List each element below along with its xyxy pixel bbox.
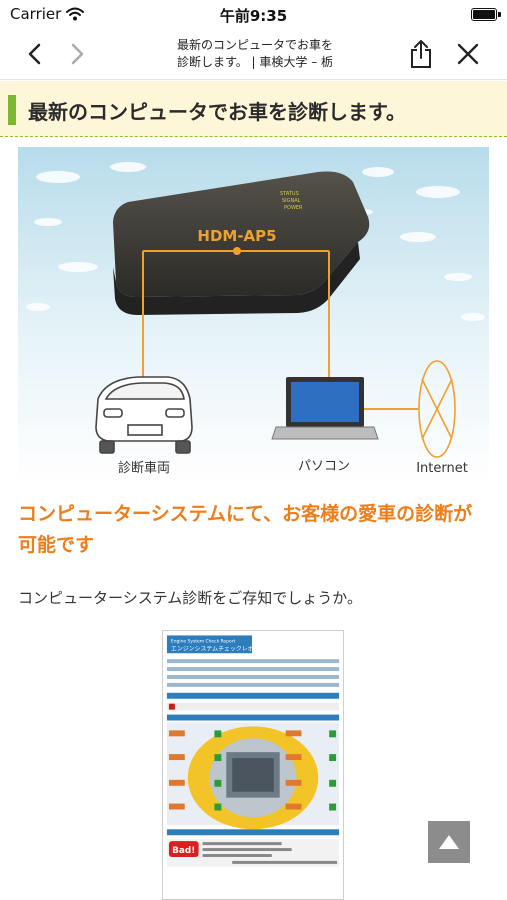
report-bad-label: Bad! bbox=[172, 846, 195, 856]
close-button[interactable] bbox=[452, 38, 484, 70]
page-title: 最新のコンピュータでお車を 診断します。 | 車検大学 – 栃 bbox=[150, 37, 360, 71]
internet-label: Internet bbox=[416, 461, 468, 476]
web-content[interactable]: 最新のコンピュータでお車を診断します。 STAT bbox=[0, 81, 507, 900]
share-icon bbox=[411, 40, 431, 68]
chevron-right-icon bbox=[71, 43, 84, 65]
heading-marker bbox=[8, 95, 16, 125]
wifi-icon bbox=[66, 6, 84, 25]
diagnosis-report-image: Engine System Check Report エンジンシステムチェックレ… bbox=[162, 630, 344, 900]
heading-band: 最新のコンピュータでお車を診断します。 bbox=[0, 81, 507, 137]
triangle-up-icon bbox=[439, 835, 459, 849]
close-icon bbox=[457, 43, 479, 65]
battery-icon bbox=[471, 8, 497, 21]
forward-button[interactable] bbox=[62, 38, 94, 70]
svg-text:STATUS: STATUS bbox=[280, 191, 299, 197]
svg-text:POWER: POWER bbox=[284, 205, 303, 211]
page-title-line2: 診断します。 | 車検大学 – 栃 bbox=[176, 55, 334, 69]
browser-nav-bar: 最新のコンピュータでお車を 診断します。 | 車検大学 – 栃 bbox=[0, 28, 507, 80]
carrier-label: Carrier bbox=[10, 5, 62, 23]
pc-label: パソコン bbox=[298, 459, 350, 474]
page-title-line1: 最新のコンピュータでお車を bbox=[176, 38, 333, 52]
page-heading: 最新のコンピュータでお車を診断します。 bbox=[28, 100, 406, 124]
body-paragraph: コンピューターシステム診断をご存知でしょうか。 bbox=[18, 589, 362, 607]
device-label: HDM-AP5 bbox=[197, 227, 276, 245]
scroll-to-top-button[interactable] bbox=[428, 821, 470, 863]
report-title-en: Engine System Check Report bbox=[171, 638, 236, 644]
svg-text:SIGNAL: SIGNAL bbox=[282, 198, 301, 204]
chevron-left-icon bbox=[28, 43, 41, 65]
report-title-jp: エンジンシステムチェックレポート bbox=[171, 644, 266, 652]
back-button[interactable] bbox=[18, 38, 50, 70]
battery-tip bbox=[498, 12, 501, 17]
status-bar: Carrier 午前9:35 bbox=[0, 0, 507, 28]
clock: 午前9:35 bbox=[219, 7, 288, 25]
section-subheading: コンピューターシステムにて、お客様の愛車の診断が可能です bbox=[18, 503, 473, 556]
car-label: 診断車両 bbox=[118, 460, 170, 476]
share-button[interactable] bbox=[405, 38, 437, 70]
